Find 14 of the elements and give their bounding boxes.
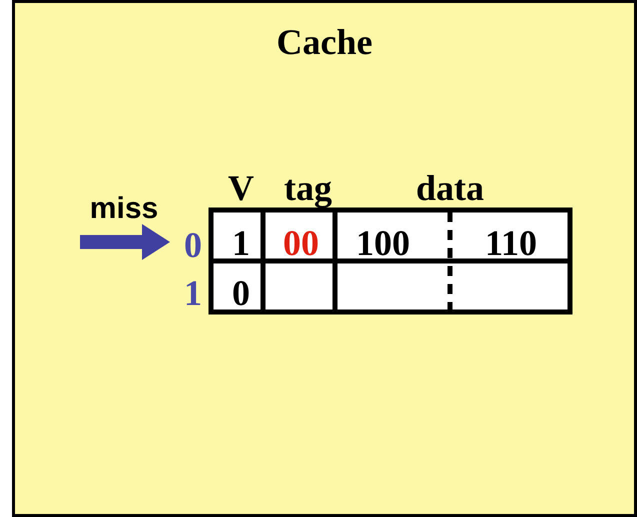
cell-value: 00 — [283, 223, 319, 263]
arrow — [80, 224, 170, 260]
cell-value: 0 — [232, 273, 250, 313]
column-header: tag — [284, 168, 332, 208]
cell-value: 1 — [232, 223, 250, 263]
edge-label: miss — [90, 193, 158, 225]
cell-value: 100 — [356, 223, 410, 263]
column-header: V — [228, 168, 254, 208]
column-header: data — [416, 168, 484, 208]
cache-panel — [12, 0, 637, 517]
cell-value: 110 — [485, 223, 537, 263]
row-index: 0 — [179, 225, 207, 265]
row-index: 1 — [184, 273, 202, 313]
panel-title: Cache — [276, 21, 374, 63]
